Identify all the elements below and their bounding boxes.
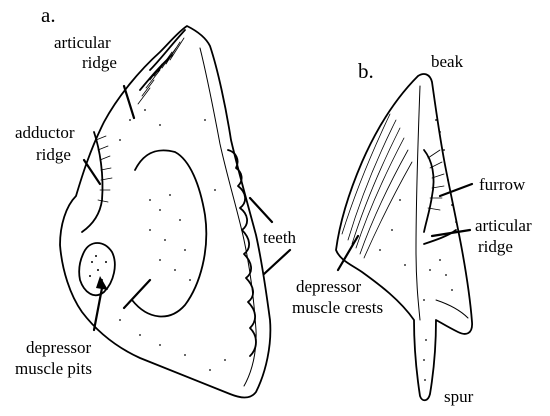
- drawing-a: [60, 26, 270, 398]
- drawing-a-teeth: [228, 150, 256, 356]
- leader-a-adductor-ridge: [84, 160, 100, 184]
- label-a-articular-ridge-line2: ridge: [82, 53, 117, 72]
- leader-b-crests: [338, 236, 358, 270]
- label-a-adductor-ridge-line2: ridge: [36, 145, 71, 164]
- drawing-b-keel: [416, 86, 420, 320]
- drawing-b-flange: [436, 300, 468, 318]
- leader-lines: [84, 86, 472, 330]
- drawing-a-outline: [60, 26, 270, 398]
- drawing-a-inner-rim: [200, 48, 256, 386]
- label-a-depressor-pits-line2: muscle pits: [15, 359, 92, 378]
- label-b-depressor-crests-line2: muscle crests: [292, 298, 383, 317]
- leader-a-teeth-upper: [250, 198, 272, 222]
- label-a-depressor-pits-line1: depressor: [26, 338, 91, 357]
- label-a-adductor-ridge-line1: adductor: [15, 123, 75, 142]
- leader-b-articular-ridge: [432, 230, 470, 236]
- labels-b: b. beak furrow articular ridge depressor…: [292, 52, 532, 406]
- panel-label-a: a.: [41, 3, 56, 27]
- label-b-articular-ridge-line1: articular: [475, 216, 532, 235]
- label-b-articular-ridge-line2: ridge: [478, 237, 513, 256]
- drawing-b-furrow: [424, 150, 434, 232]
- leader-a-pit-arrowhead: [96, 276, 108, 290]
- label-b-furrow: furrow: [479, 175, 526, 194]
- panel-label-b: b.: [358, 59, 374, 83]
- label-a-articular-ridge-line1: articular: [54, 33, 111, 52]
- leader-a-articular-ridge: [124, 86, 134, 118]
- drawing-a-articular-band: [140, 30, 185, 90]
- leader-a-pit-second: [124, 280, 150, 308]
- label-b-depressor-crests-line1: depressor: [296, 277, 361, 296]
- leader-b-furrow: [440, 184, 472, 196]
- label-b-spur: spur: [444, 387, 474, 406]
- label-a-teeth: teeth: [263, 228, 297, 247]
- drawing-a-articular-hatching: [138, 38, 184, 104]
- drawing-a-central-depression: [132, 150, 206, 316]
- leader-a-teeth-lower: [264, 250, 290, 274]
- label-b-beak: beak: [431, 52, 464, 71]
